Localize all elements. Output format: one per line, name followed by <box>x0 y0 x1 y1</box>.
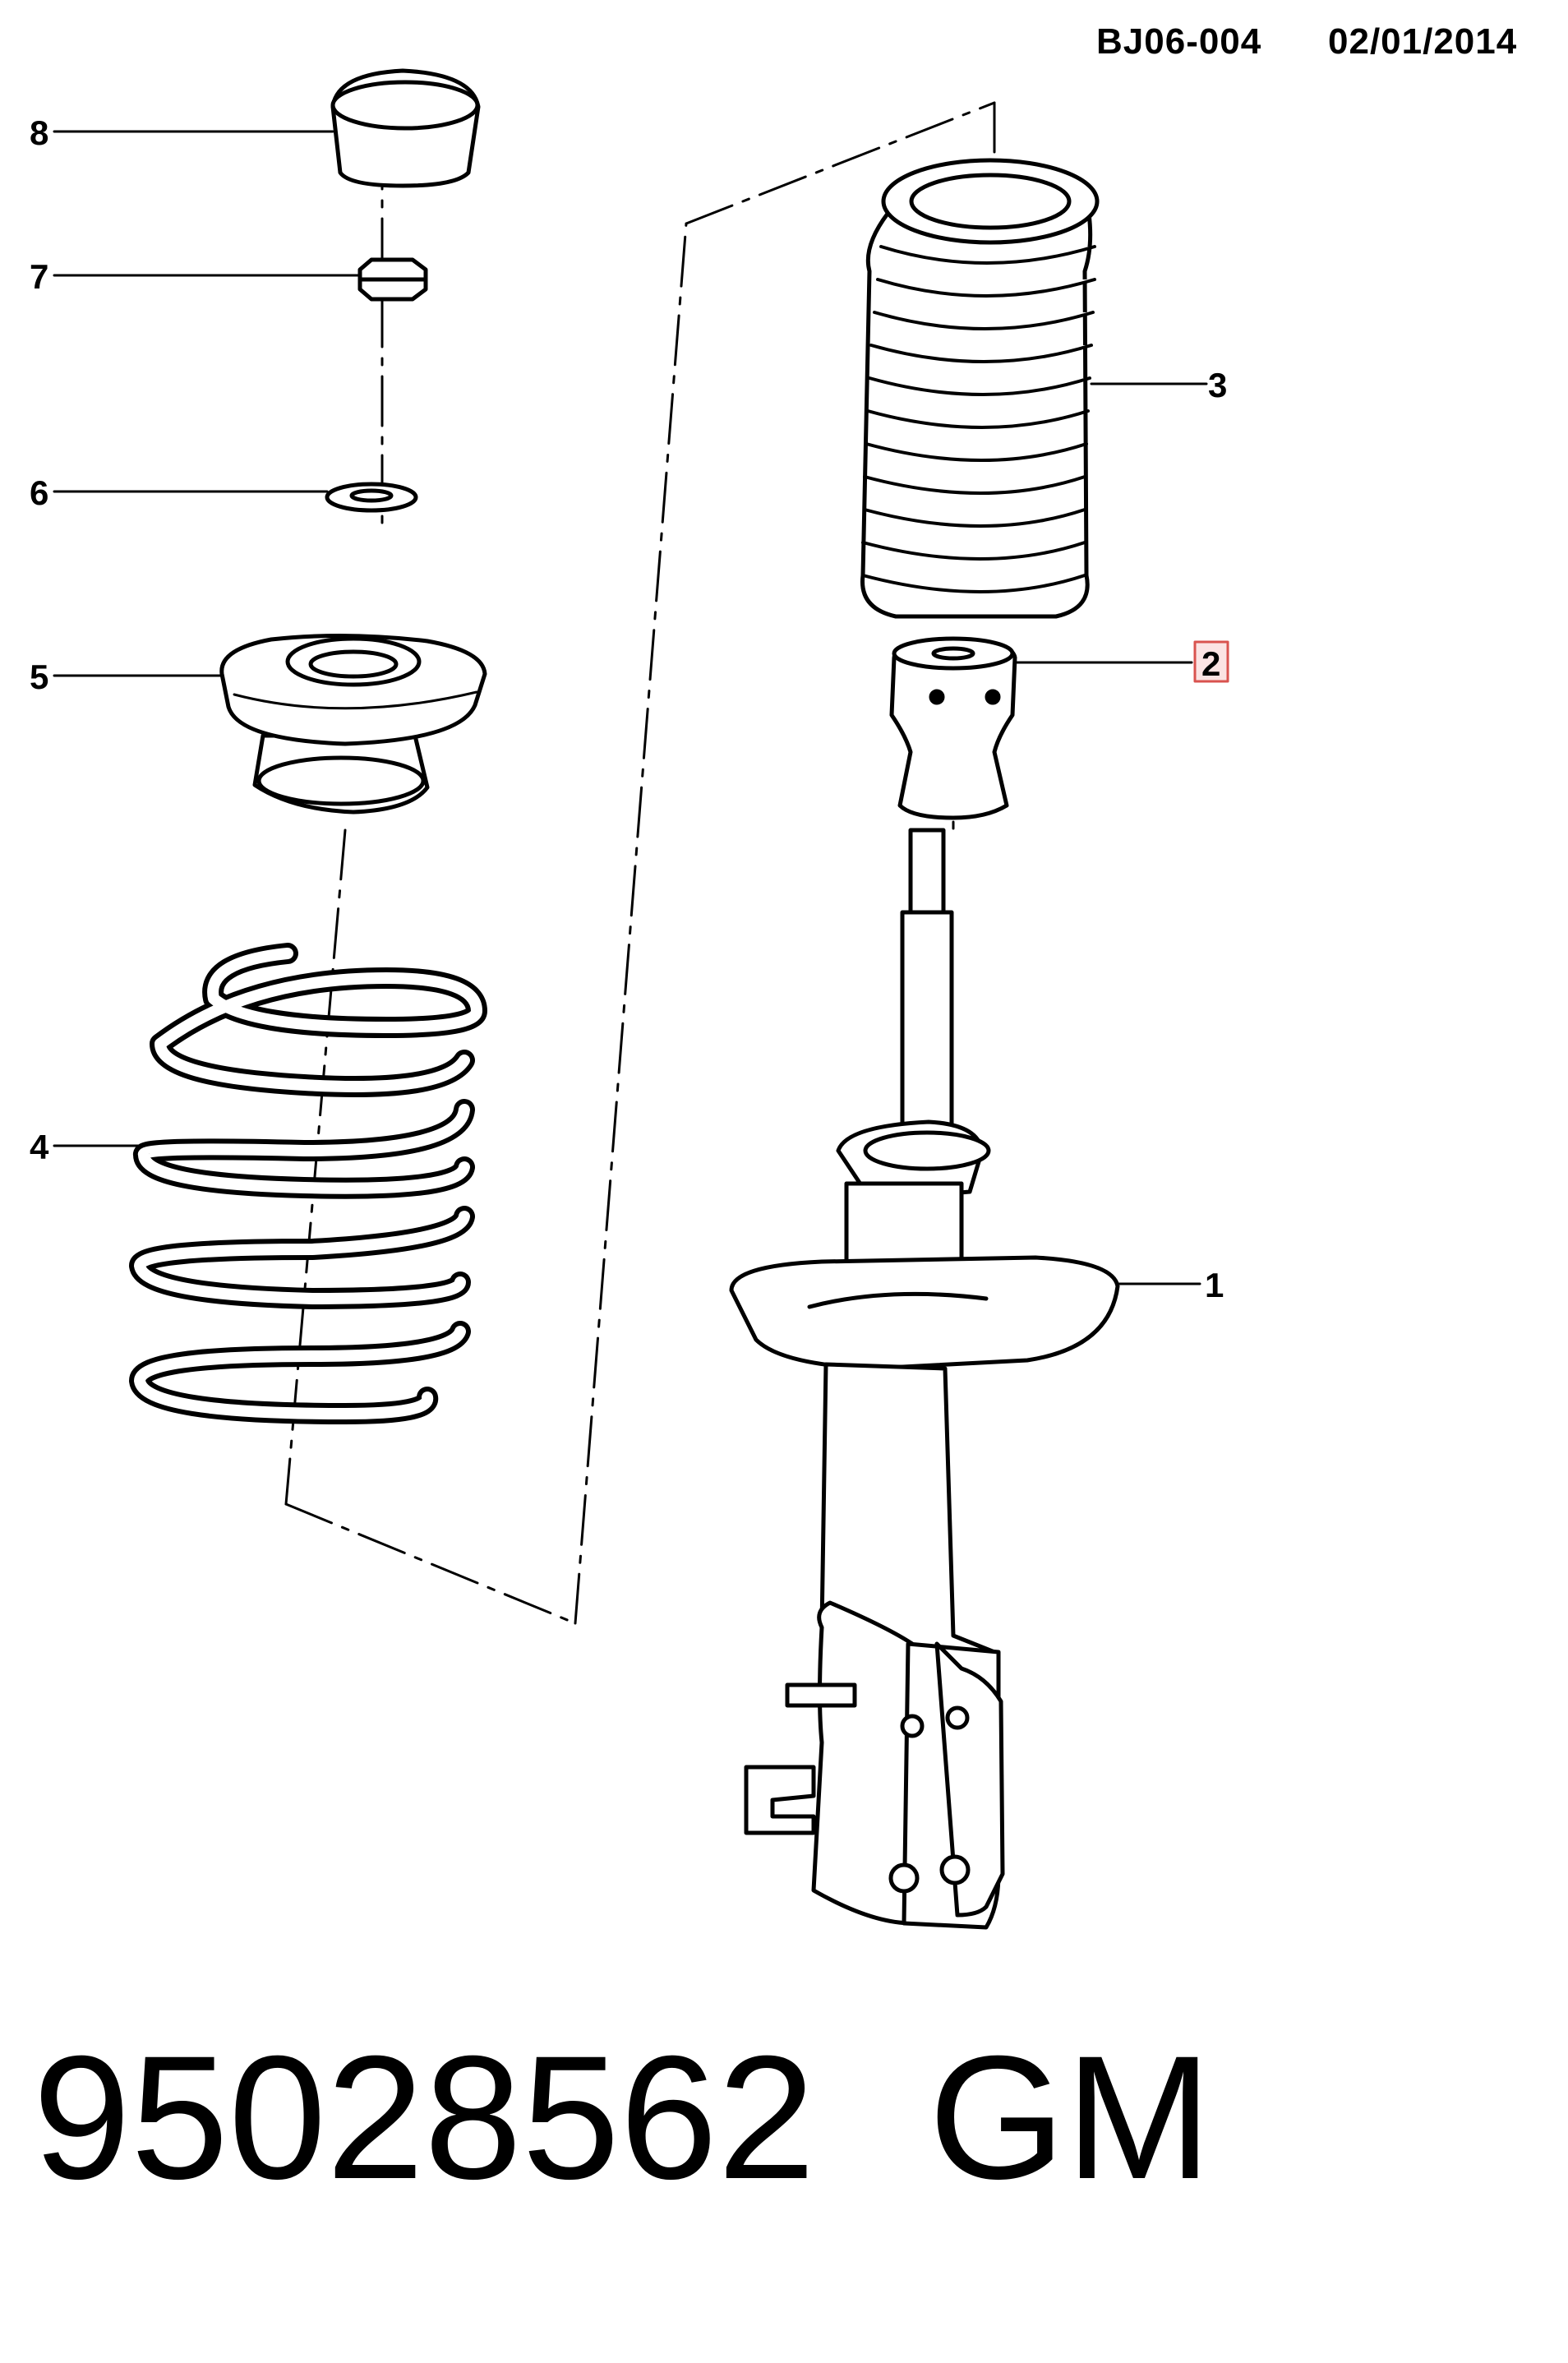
diagram-code: BJ06-004 <box>1096 21 1262 62</box>
callout-2-highlight-box <box>1193 640 1229 683</box>
callout-6: 6 <box>30 473 48 512</box>
callout-2: 2 <box>1201 644 1220 683</box>
strut-assembly-part <box>729 828 1120 1930</box>
callouts: 8 7 6 5 4 3 2 1 <box>30 113 1229 1304</box>
nut-part <box>357 257 428 302</box>
diagram-date: 02/01/2014 <box>1328 21 1518 62</box>
callout-8: 8 <box>30 113 48 152</box>
washer-part <box>325 482 418 513</box>
leader-lines <box>53 130 1208 1285</box>
dust-cap-part <box>330 68 481 188</box>
callout-3: 3 <box>1208 366 1227 404</box>
callout-4: 4 <box>30 1128 49 1166</box>
callout-7: 7 <box>30 257 48 296</box>
coil-spring-inner <box>134 948 482 1419</box>
bump-stop-part <box>889 636 1017 820</box>
dust-boot-part <box>860 158 1100 619</box>
part-number: 95028562 <box>33 2019 816 2216</box>
callout-1: 1 <box>1205 1266 1224 1304</box>
callout-5: 5 <box>30 658 48 696</box>
strut-mount-part <box>219 633 487 815</box>
brand-name: GM <box>929 2019 1212 2216</box>
